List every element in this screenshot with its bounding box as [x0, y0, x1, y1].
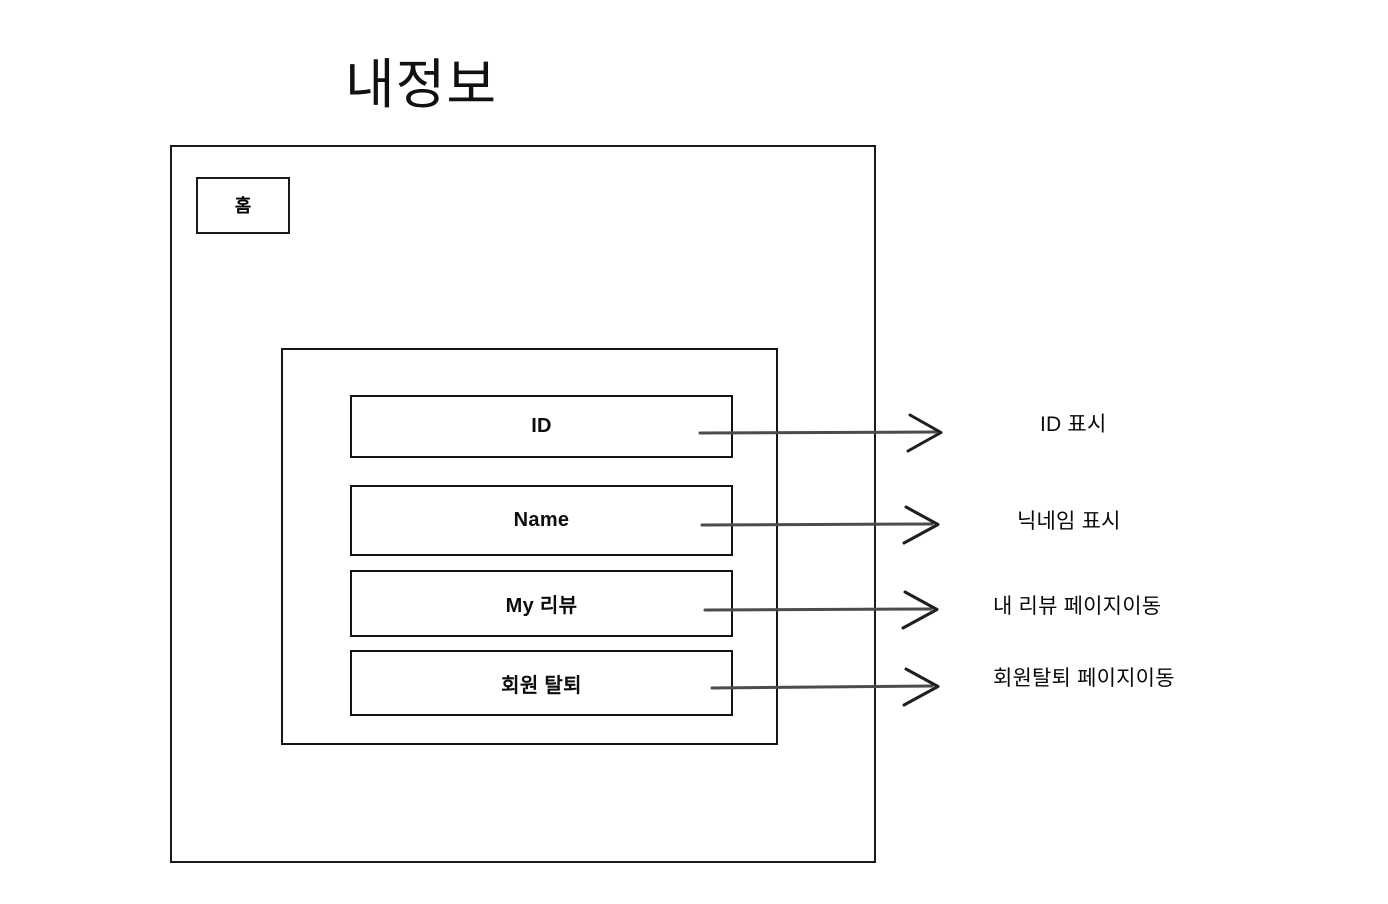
menu-item-label: ID — [531, 415, 552, 437]
home-button-label: 홈 — [234, 195, 252, 216]
menu-item-label: Name — [513, 509, 570, 531]
menu-item-withdraw[interactable]: 회원 탈퇴 — [350, 650, 733, 716]
annotation-label-my-review: 내 리뷰 페이지이동 — [993, 595, 1162, 618]
page-title: 내정보 — [345, 55, 498, 115]
annotation-label-name: 닉네임 표시 — [1017, 510, 1121, 533]
screen-frame — [170, 145, 876, 863]
menu-item-label: My 리뷰 — [505, 595, 578, 617]
menu-item-my-review[interactable]: My 리뷰 — [350, 570, 733, 637]
menu-item-label: 회원 탈퇴 — [501, 674, 582, 697]
menu-item-name[interactable]: Name — [350, 485, 733, 556]
annotation-label-withdraw: 회원탈퇴 페이지이동 — [993, 667, 1175, 690]
menu-item-id[interactable]: ID — [350, 395, 733, 458]
home-button[interactable]: 홈 — [196, 177, 290, 234]
annotation-label-id: ID 표시 — [1040, 413, 1107, 436]
info-panel — [281, 348, 778, 745]
